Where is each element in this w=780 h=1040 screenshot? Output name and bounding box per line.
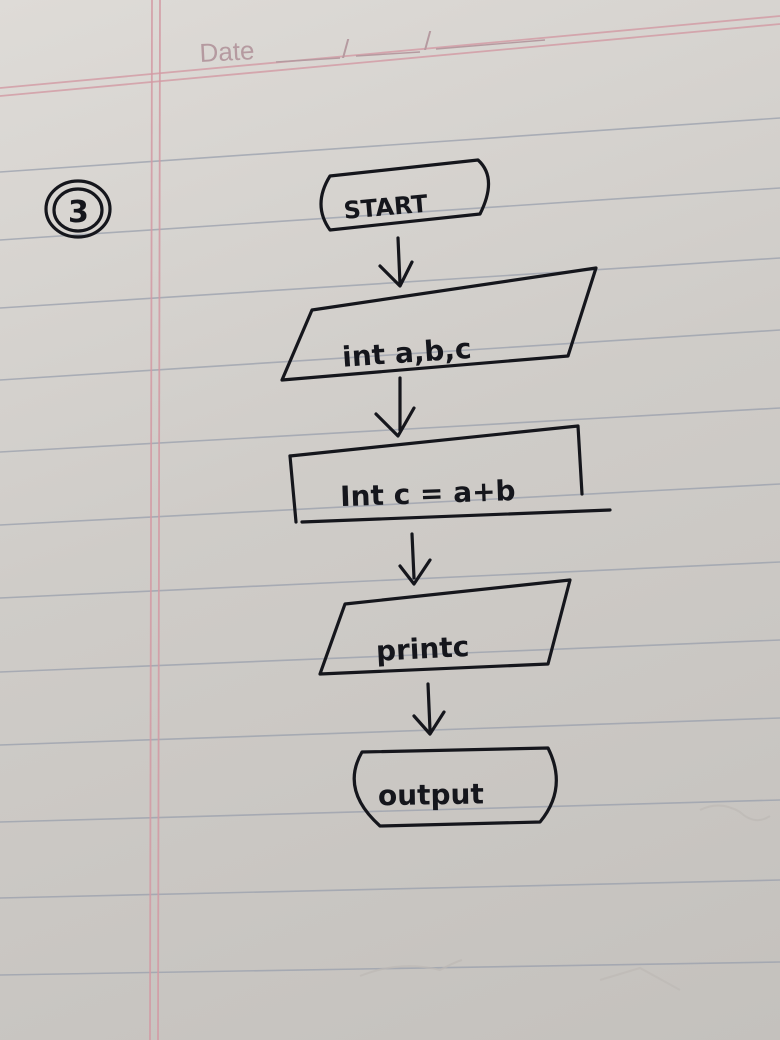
node-label-process: Int c = a+b (340, 474, 516, 513)
flow-arrow (412, 682, 446, 736)
margin-line (149, 0, 161, 1040)
date-separator: / (342, 34, 350, 64)
rule-line (0, 799, 780, 823)
date-label: Date (199, 35, 255, 68)
date-separator: / (424, 26, 432, 56)
rule-line (0, 561, 780, 599)
rule-line (0, 329, 780, 381)
rule-line (0, 117, 780, 173)
flowchart-node-start: START (319, 158, 491, 232)
flow-arrow (398, 532, 432, 586)
flowchart-node-print: printc (318, 578, 572, 676)
date-blanks (275, 39, 546, 63)
flow-arrow (378, 236, 414, 288)
rule-line (0, 483, 780, 526)
node-label-print: printc (375, 630, 470, 668)
flowchart-node-output: output (352, 746, 558, 828)
flowchart-node-input: int a,b,c (280, 266, 598, 382)
node-label-input: int a,b,c (341, 332, 472, 374)
question-number: 3 (68, 195, 89, 230)
ruled-lines (0, 117, 780, 976)
rule-line (0, 187, 780, 241)
bleed-through-marks (359, 804, 771, 991)
rule-line (0, 257, 780, 309)
flowchart-node-process: Int c = a+b (288, 424, 612, 524)
question-number-badge: 3 (44, 179, 112, 239)
rule-line (0, 879, 780, 899)
header-rule (0, 15, 780, 97)
rule-line (0, 639, 780, 673)
rule-line (0, 717, 780, 746)
flow-arrow (374, 376, 416, 438)
node-label-output: output (378, 777, 484, 812)
